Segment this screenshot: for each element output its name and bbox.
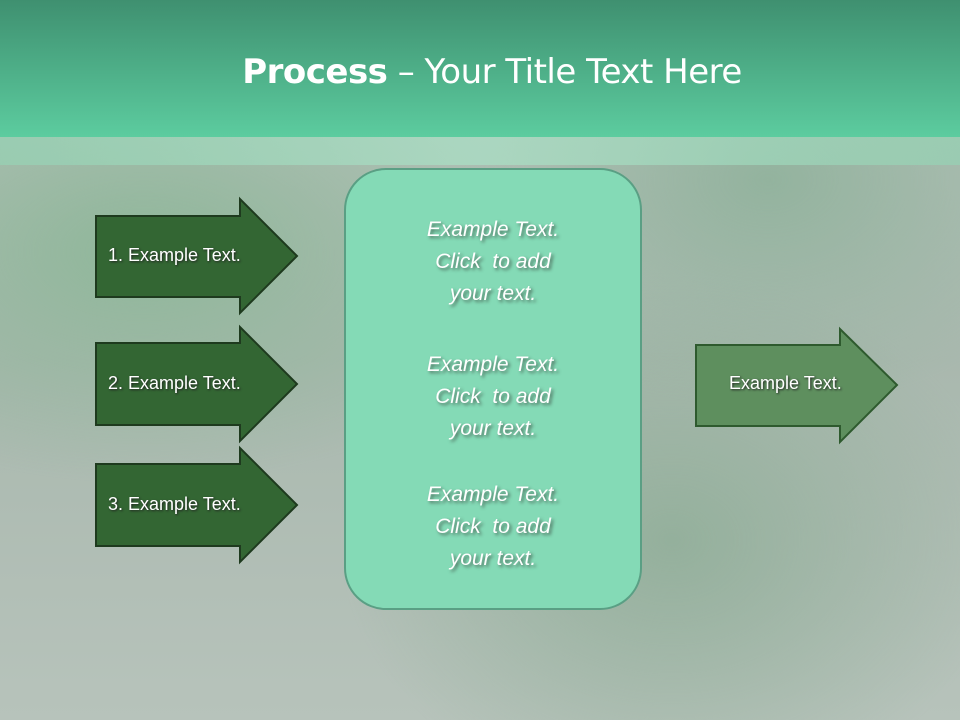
title-band [0,137,960,165]
step-arrow-3[interactable] [95,445,299,565]
output-label: Example Text. [729,373,842,393]
title-bar [0,0,960,137]
slide-title[interactable]: Process – Your Title Text Here [242,52,742,92]
step-label-2: 2. Example Text. [108,373,241,393]
step-arrow-1[interactable] [95,196,299,316]
step-label-1: 1. Example Text. [108,245,241,265]
step-label-3: 3. Example Text. [108,494,241,514]
text-block-2: Example Text. Click to add your text. [426,353,560,440]
step-arrow-2[interactable] [95,324,299,444]
output-arrow[interactable] [695,326,899,445]
text-block-1: Example Text. Click to add your text. [426,218,560,305]
center-text-box[interactable]: Example Text. Click to add your text. Ex… [344,168,642,610]
text-block-3: Example Text. Click to add your text. [426,483,560,570]
